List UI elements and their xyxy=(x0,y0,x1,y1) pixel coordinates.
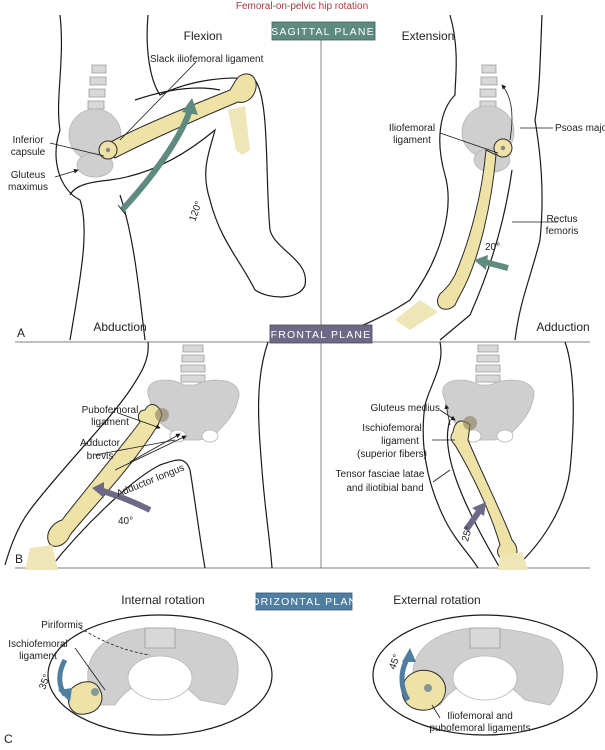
slack-iliofemoral-ligament-label: Slack iliofemoral ligament xyxy=(150,54,264,65)
sagittal-plane-badge xyxy=(271,21,376,41)
iliofemoral-pubofemoral-label-2: pubofemoral ligaments xyxy=(429,723,530,734)
adductor-brevis-label-1: Adductor xyxy=(80,438,121,449)
adductor-brevis-label-2: brevis xyxy=(87,451,114,462)
adduction-illustration xyxy=(422,341,574,570)
gluteus-maximus-label-2: maximus xyxy=(8,182,48,193)
abduction-angle-label: 40° xyxy=(118,516,133,527)
horizontal-plane-badge xyxy=(255,592,353,611)
internal-rotation-angle-label: 35° xyxy=(37,673,53,691)
iliofemoral-ligament-label-1: Iliofemoral xyxy=(389,123,435,134)
flexion-angle-label: 120° xyxy=(187,200,204,223)
gluteus-medius-label: Gluteus medius xyxy=(371,403,440,414)
panel-a-sagittal: SAGITTAL PLANE Flexion Slack iliofemoral… xyxy=(8,14,605,341)
flexion-illustration xyxy=(49,14,306,341)
panel-letter-b: B xyxy=(15,552,23,566)
ischiofemoral-ligament-c-label-1: Ischiofemoral xyxy=(8,639,67,650)
horizontal-plane-label: HORIZONTAL PLANE xyxy=(242,596,365,608)
internal-rotation-label: Internal rotation xyxy=(121,593,204,607)
tensor-fasciae-latae-label-1: Tensor fasciae latae xyxy=(336,469,425,480)
internal-rotation-illustration xyxy=(47,614,273,736)
ischiofemoral-ligament-label-1: Ischiofemoral xyxy=(362,423,421,434)
sagittal-plane-label: SAGITTAL PLANE xyxy=(271,26,375,38)
iliofemoral-ligament-label-2: ligament xyxy=(393,135,431,146)
panel-letter-a: A xyxy=(17,326,25,340)
gluteus-maximus-label-1: Gluteus xyxy=(11,170,45,181)
extension-label: Extension xyxy=(402,29,455,43)
rectus-femoris-label-1: Rectus xyxy=(546,214,577,225)
panel-c-horizontal: HORIZONTAL PLANE Internal rotation Pirif… xyxy=(4,592,598,746)
ischiofemoral-ligament-label-2: ligament xyxy=(381,436,419,447)
figure-title: Femoral-on-pelvic hip rotation xyxy=(236,1,368,12)
extension-illustration xyxy=(329,14,558,341)
ischiofemoral-ligament-label-3: (superior fibers) xyxy=(357,449,427,460)
rectus-femoris-label-2: femoris xyxy=(546,226,579,237)
panel-b-frontal: FRONTAL PLANE Abduction Pubofemoral liga… xyxy=(4,320,590,570)
abduction-label: Abduction xyxy=(93,320,146,334)
pubofemoral-ligament-label-2: ligament xyxy=(91,417,129,428)
inferior-capsule-label-2: capsule xyxy=(11,147,46,158)
frontal-plane-badge xyxy=(269,324,373,344)
piriformis-label: Piriformis xyxy=(41,620,83,631)
inferior-capsule-label-1: Inferior xyxy=(12,135,44,146)
abduction-illustration xyxy=(4,341,273,570)
external-rotation-angle-label: 45° xyxy=(387,653,403,671)
external-rotation-illustration xyxy=(372,614,598,736)
flexion-label: Flexion xyxy=(184,29,223,43)
external-rotation-label: External rotation xyxy=(393,593,480,607)
adduction-angle-label: 25° xyxy=(460,525,475,542)
frontal-plane-label: FRONTAL PLANE xyxy=(271,329,372,341)
ischiofemoral-ligament-c-label-2: ligament xyxy=(19,651,57,662)
panel-letter-c: C xyxy=(4,732,13,746)
adduction-label: Adduction xyxy=(536,320,589,334)
tensor-fasciae-latae-label-2: and iliotibial band xyxy=(346,483,423,494)
iliofemoral-pubofemoral-label-1: Iliofemoral and xyxy=(447,711,513,722)
extension-angle-label: 20° xyxy=(485,242,500,253)
psoas-major-label: Psoas major xyxy=(555,123,605,134)
pubofemoral-ligament-label-1: Pubofemoral xyxy=(82,405,139,416)
